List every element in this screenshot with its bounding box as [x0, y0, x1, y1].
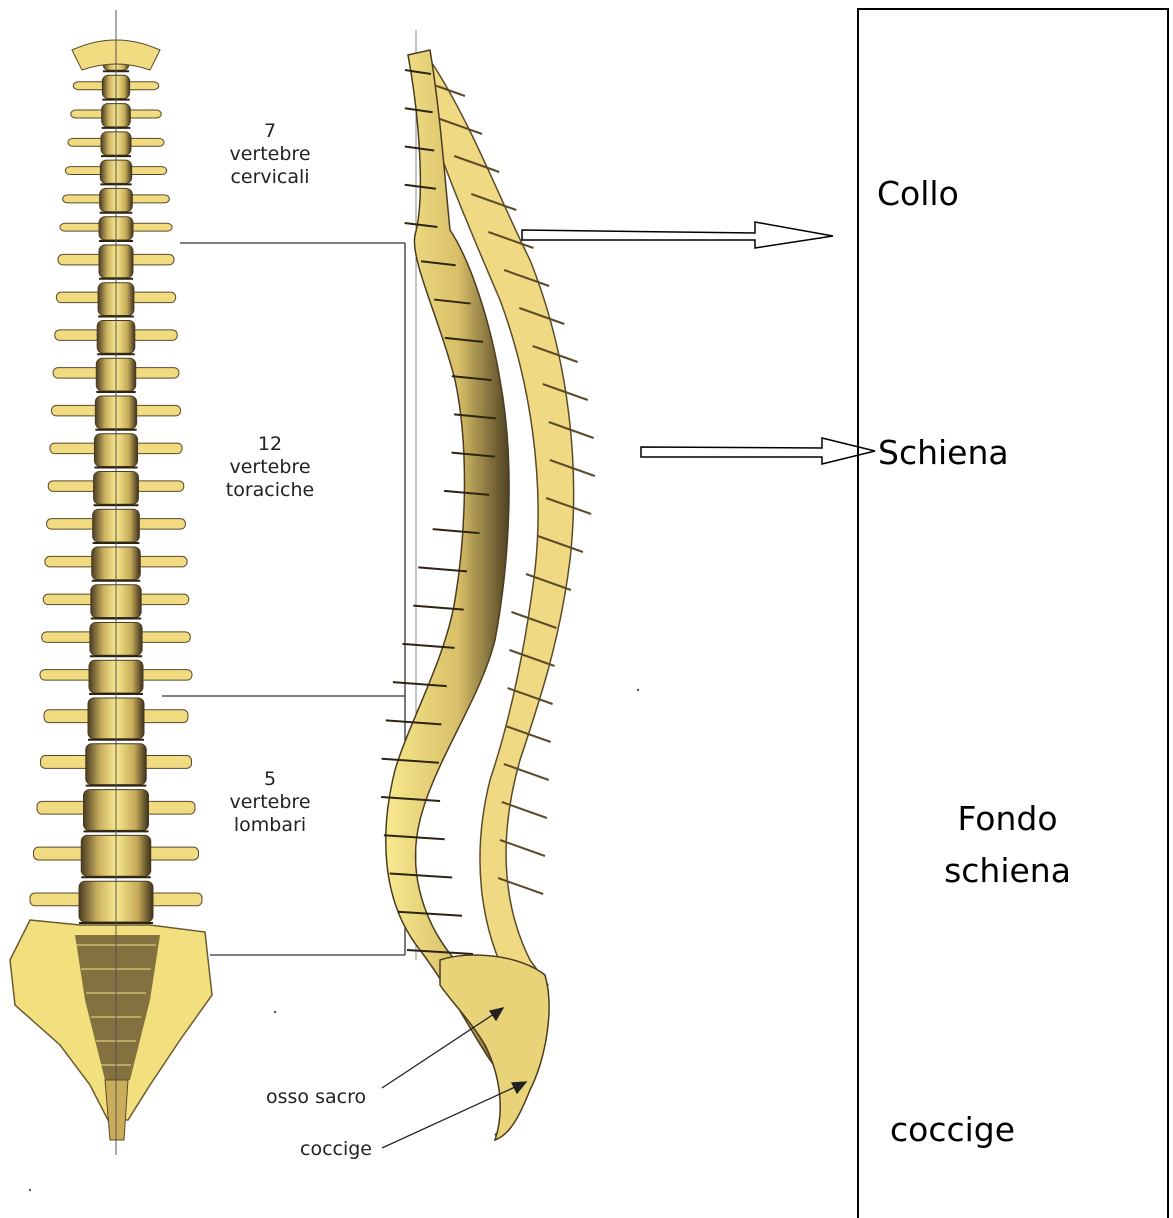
- lumbar-label: 5 vertebre lombari: [210, 768, 330, 837]
- side-sacrum: [440, 955, 549, 1140]
- lower-back-label: Fondo schiena: [930, 793, 1085, 897]
- side-spine-illustration: [381, 50, 595, 1140]
- cervical-label: 7 vertebre cervicali: [210, 120, 330, 189]
- back-label: Schiena: [878, 433, 1009, 472]
- sacrum-label: osso sacro: [266, 1086, 390, 1109]
- arrow-right-icon: [641, 438, 875, 464]
- tailbone-label: coccige: [890, 1110, 1015, 1149]
- front-spine-illustration: [10, 10, 212, 1155]
- neck-label: Collo: [877, 174, 959, 213]
- arrow-right-icon: [522, 222, 833, 248]
- coccyx-label: coccige: [300, 1138, 390, 1161]
- thoracic-label: 12 vertebre toraciche: [210, 433, 330, 502]
